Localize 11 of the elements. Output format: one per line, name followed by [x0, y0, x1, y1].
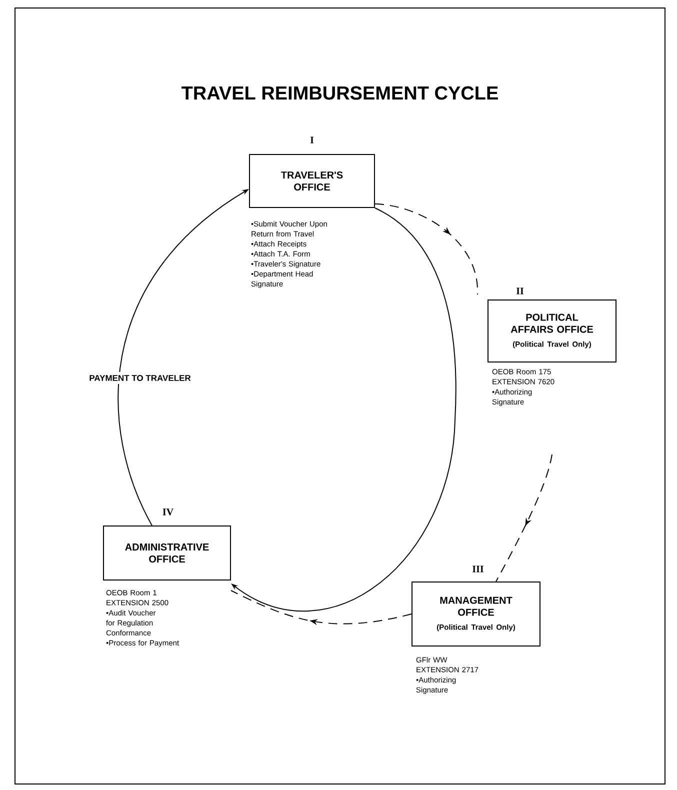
step-numeral: II	[516, 288, 524, 294]
step-numeral: III	[472, 566, 484, 572]
office-box: ADMINISTRATIVE OFFICE	[103, 526, 231, 580]
edge-label: PAYMENT TO TRAVELER	[86, 372, 194, 384]
step-numeral: I	[310, 136, 314, 144]
arrow	[230, 590, 412, 626]
step-numeral: IV	[162, 508, 174, 516]
arrow	[496, 454, 552, 582]
office-box: TRAVELER'S OFFICE	[249, 154, 375, 208]
title: TRAVEL REIMBURSEMENT CYCLE	[182, 86, 498, 100]
arrow	[374, 203, 478, 295]
